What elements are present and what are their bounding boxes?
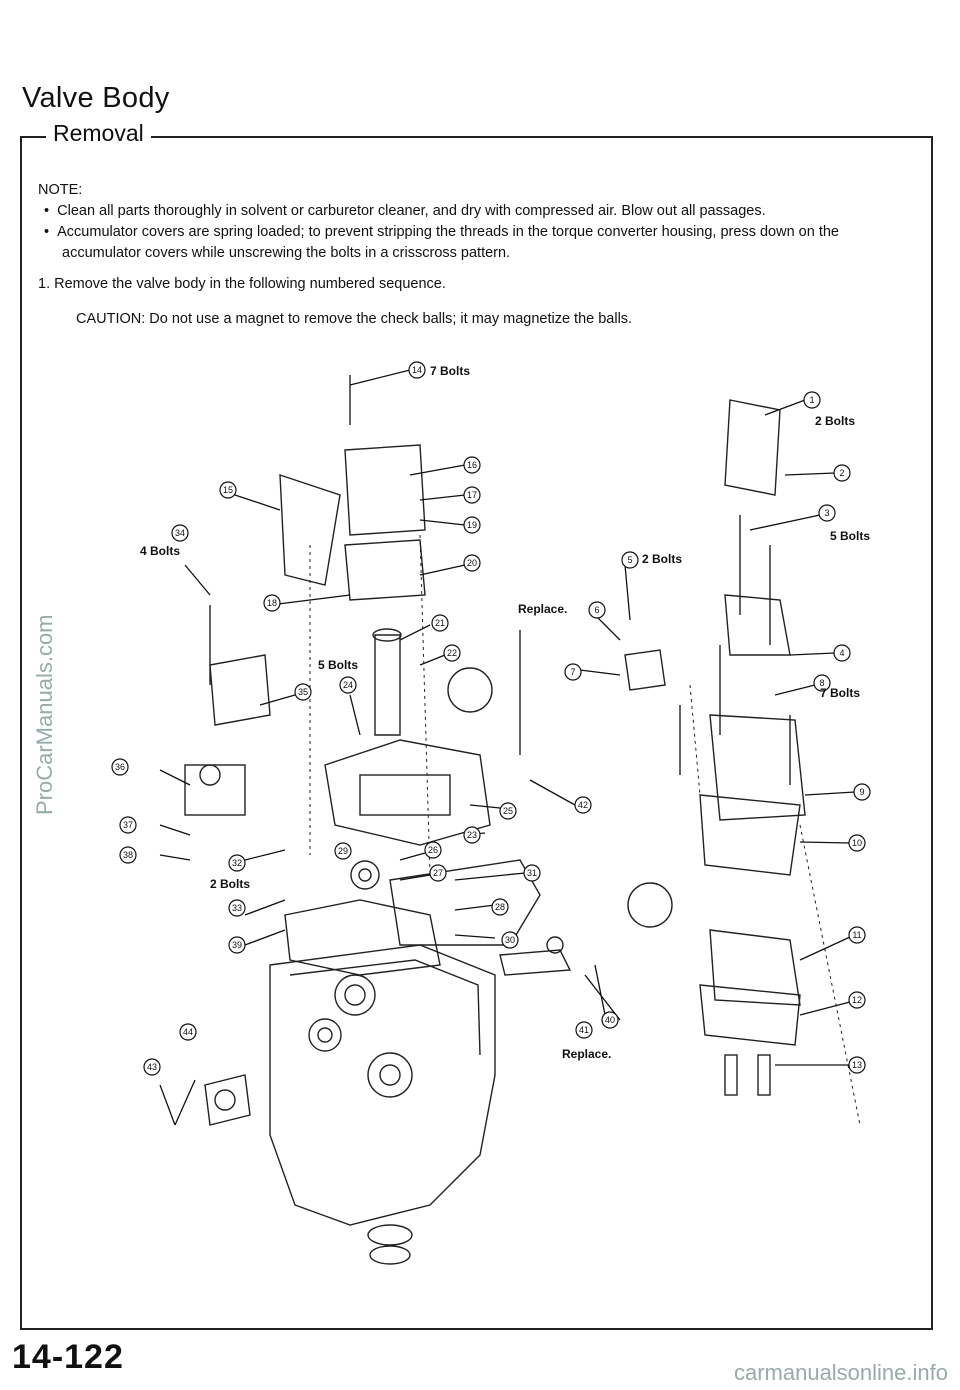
exploded-valve-body-diagram: 1 2 3 4 5 6 7 8 9 10 11 12 13 14 15 16 1… xyxy=(111,361,871,1265)
callout-number: 37 xyxy=(123,820,133,830)
section-heading: Removal xyxy=(46,120,151,147)
callout-number: 11 xyxy=(852,930,861,940)
notes-block: NOTE: • Clean all parts thoroughly in so… xyxy=(38,180,918,330)
callout-number: 7 xyxy=(570,667,575,677)
callout-number: 4 xyxy=(839,648,844,658)
callout-number: 3 xyxy=(824,508,829,518)
callout-number: 9 xyxy=(859,787,864,797)
callout-number: 38 xyxy=(123,850,133,860)
callout-number: 10 xyxy=(852,838,862,848)
bolt-count-label: 2 Bolts xyxy=(642,552,682,566)
callout-number: 12 xyxy=(852,995,862,1005)
callout-number: 13 xyxy=(852,1060,862,1070)
content-frame xyxy=(20,136,933,1330)
callout-number: 5 xyxy=(627,555,632,565)
note-bullet: • Accumulator covers are spring loaded; … xyxy=(44,224,839,261)
caution-text: CAUTION: Do not use a magnet to remove t… xyxy=(76,311,633,327)
bolt-count-label: 2 Bolts xyxy=(210,877,250,891)
callout-number: 6 xyxy=(594,605,599,615)
callout-number: 32 xyxy=(232,858,242,868)
callout-number: 36 xyxy=(115,762,125,772)
callout-number: 44 xyxy=(183,1027,193,1037)
callout-number: 20 xyxy=(467,558,477,568)
callout-number: 23 xyxy=(467,830,477,840)
callout-number: 43 xyxy=(147,1062,157,1072)
callout-number: 42 xyxy=(578,800,588,810)
callout-number: 29 xyxy=(338,846,348,856)
callout-number: 39 xyxy=(232,940,242,950)
callout-number: 40 xyxy=(605,1015,615,1025)
callout-number: 33 xyxy=(232,903,242,913)
callout-number: 31 xyxy=(527,868,537,878)
procedure-step: 1. Remove the valve body in the followin… xyxy=(38,276,446,292)
bolt-count-label: 7 Bolts xyxy=(820,686,860,700)
note-bullet: • Clean all parts thoroughly in solvent … xyxy=(44,203,766,219)
watermark: ProCarManuals.com xyxy=(32,614,57,815)
callout-number: 26 xyxy=(428,845,438,855)
callout-number: 24 xyxy=(343,680,353,690)
page-number: 14-122 xyxy=(12,1338,124,1376)
callout-number: 15 xyxy=(223,485,233,495)
callout-number: 14 xyxy=(412,365,422,375)
callout-number: 28 xyxy=(495,902,505,912)
callout-number: 35 xyxy=(298,687,308,697)
callout-number: 1 xyxy=(809,395,814,405)
callout-number: 19 xyxy=(467,520,477,530)
replace-label: Replace. xyxy=(518,602,567,616)
callout-number: 30 xyxy=(505,935,515,945)
bolt-count-label: 4 Bolts xyxy=(140,544,180,558)
callout-number: 8 xyxy=(819,678,824,688)
callout-number: 18 xyxy=(267,598,277,608)
replace-label: Replace. xyxy=(562,1047,611,1061)
bolt-count-label: 2 Bolts xyxy=(815,414,855,428)
page-title: Valve Body xyxy=(22,82,170,114)
callout-number: 2 xyxy=(839,468,844,478)
note-heading: NOTE: xyxy=(38,182,83,198)
watermark: carmanualsonline.info xyxy=(733,1360,948,1385)
bolt-count-label: 7 Bolts xyxy=(430,364,470,378)
callout-number: 21 xyxy=(435,618,445,628)
callout-number: 41 xyxy=(579,1025,589,1035)
bolt-count-label: 5 Bolts xyxy=(318,658,358,672)
callout-number: 17 xyxy=(467,490,477,500)
callout-number: 22 xyxy=(447,648,457,658)
callout-number: 34 xyxy=(175,528,185,538)
callout-number: 16 xyxy=(467,460,477,470)
bolt-count-label: 5 Bolts xyxy=(830,529,870,543)
callout-number: 25 xyxy=(503,806,513,816)
callout-number: 27 xyxy=(433,868,443,878)
